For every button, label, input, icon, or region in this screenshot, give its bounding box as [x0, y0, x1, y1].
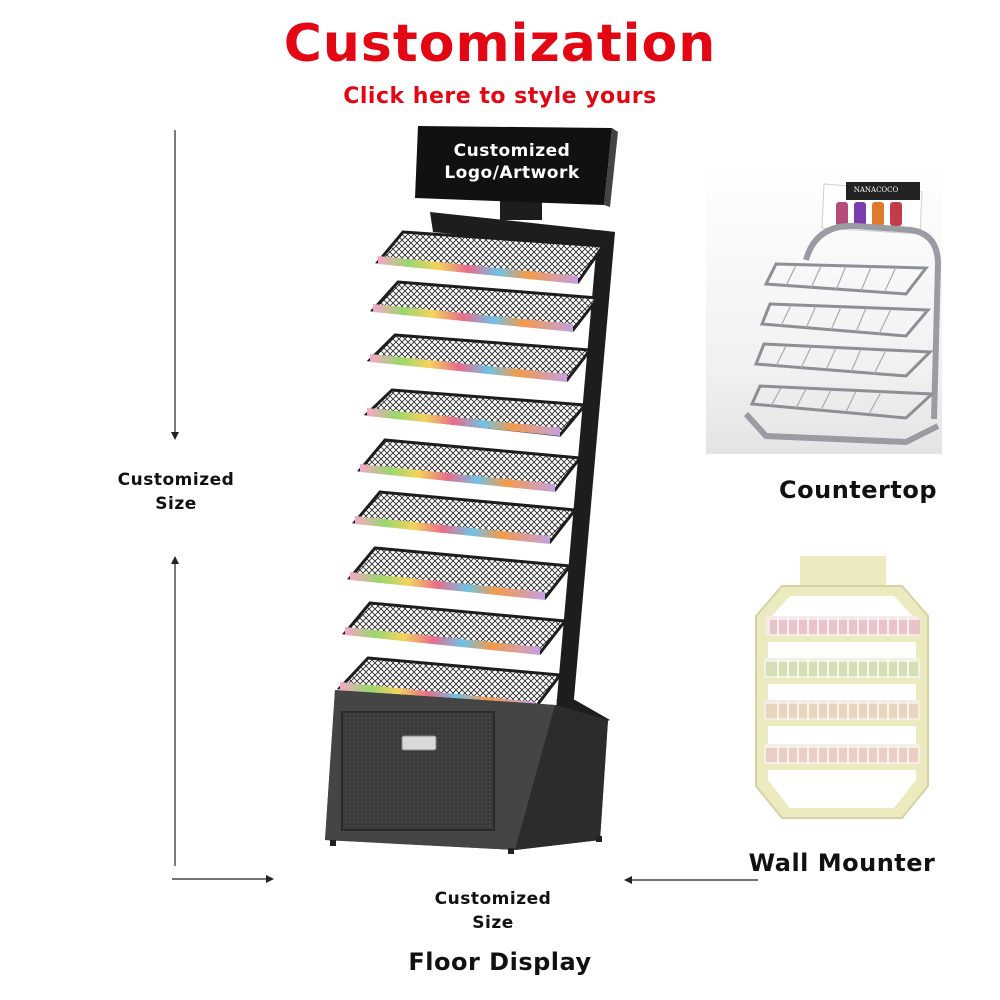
countertop-image[interactable]	[706, 164, 942, 454]
countertop-sign-brand: NANACOCO	[853, 186, 899, 194]
wall-mounter-image[interactable]	[752, 556, 932, 826]
sign-board: Customized Logo/Artwork	[418, 140, 606, 184]
height-size-label: Customized Size	[96, 468, 256, 516]
shelf-1	[375, 230, 606, 284]
floor-display-caption[interactable]: Floor Display	[408, 948, 592, 976]
shelf-2	[369, 280, 601, 332]
width-size-label-line2: Size	[472, 913, 514, 933]
width-size-label: Customized Size	[412, 887, 574, 935]
page-title: Customization	[283, 14, 717, 74]
sign-text-line1: Customized	[453, 141, 571, 161]
shelf-3	[366, 333, 593, 382]
sign-text-line2: Logo/Artwork	[444, 163, 580, 183]
shelf-6	[352, 490, 578, 544]
height-size-label-line2: Size	[155, 494, 197, 514]
shelf-7	[347, 546, 573, 600]
shelf-8	[342, 601, 568, 655]
width-size-label-line1: Customized	[434, 889, 552, 909]
wall-mounter-caption[interactable]: Wall Mounter	[748, 849, 936, 877]
style-yours-link[interactable]: Click here to style yours	[343, 84, 657, 109]
shelf-4	[363, 388, 589, 437]
shelf-5	[357, 438, 583, 492]
countertop-caption[interactable]: Countertop	[779, 476, 937, 504]
height-size-label-line1: Customized	[117, 470, 235, 490]
